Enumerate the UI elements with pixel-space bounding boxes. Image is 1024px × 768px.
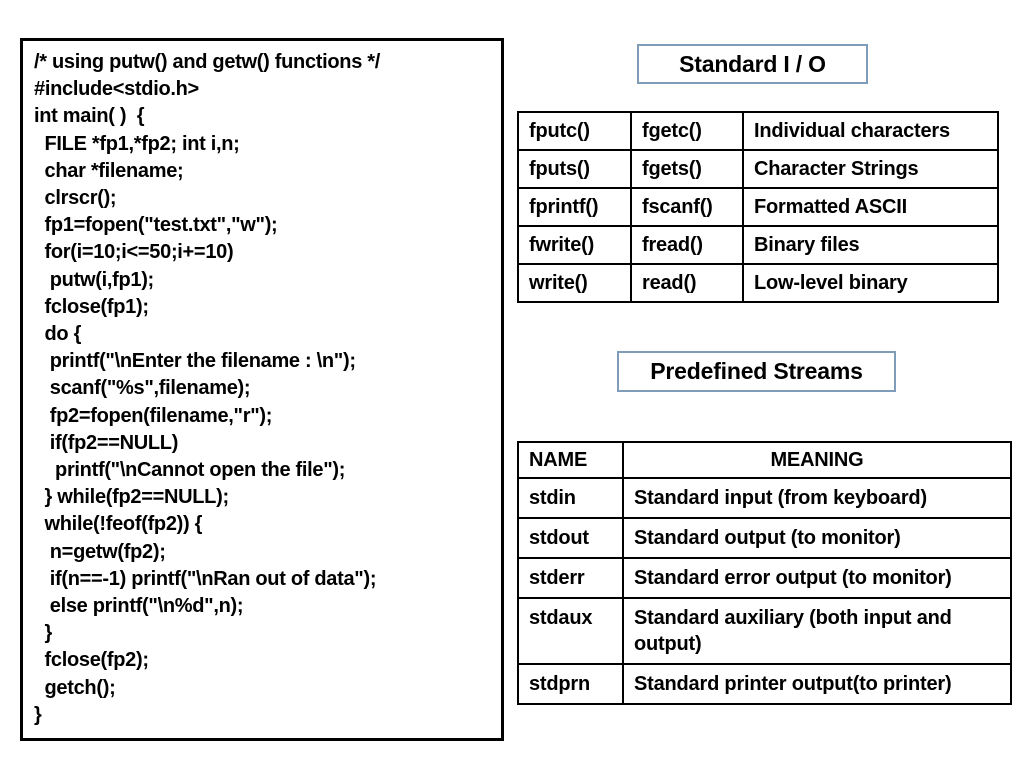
table-cell: stderr bbox=[517, 557, 624, 599]
table-cell: Individual characters bbox=[742, 111, 999, 151]
table-row: stdaux Standard auxiliary (both input an… bbox=[517, 597, 1012, 665]
code-line: } while(fp2==NULL); bbox=[34, 486, 230, 509]
table-cell: Standard printer output(to printer) bbox=[622, 663, 1012, 705]
table-row: fputs() fgets() Character Strings bbox=[517, 149, 999, 189]
code-line: fclose(fp1); bbox=[34, 295, 150, 318]
code-line: putw(i,fp1); bbox=[34, 268, 154, 291]
code-line: int main( ) { bbox=[34, 105, 145, 128]
code-line: fp1=fopen("test.txt","w"); bbox=[34, 214, 278, 237]
table-row: fprintf() fscanf() Formatted ASCII bbox=[517, 187, 999, 227]
table-row: stdprn Standard printer output(to printe… bbox=[517, 663, 1012, 705]
code-line: scanf("%s",filename); bbox=[34, 377, 251, 400]
table-cell: Standard output (to monitor) bbox=[622, 517, 1012, 559]
code-line: clrscr(); bbox=[34, 187, 117, 210]
table-cell: stdprn bbox=[517, 663, 624, 705]
table-cell: Low-level binary bbox=[742, 263, 999, 303]
code-line: getch(); bbox=[34, 676, 116, 699]
table-row: stderr Standard error output (to monitor… bbox=[517, 557, 1012, 599]
table-cell: fgets() bbox=[630, 149, 744, 189]
table-cell: stdout bbox=[517, 517, 624, 559]
streams-title: Predefined Streams bbox=[650, 358, 863, 384]
table-cell: Standard error output (to monitor) bbox=[622, 557, 1012, 599]
table-cell: fgetc() bbox=[630, 111, 744, 151]
code-line: FILE *fp1,*fp2; int i,n; bbox=[34, 132, 240, 155]
code-line: printf("\nCannot open the file"); bbox=[34, 459, 346, 482]
table-cell: Standard auxiliary (both input and outpu… bbox=[622, 597, 1012, 665]
table-cell: stdin bbox=[517, 477, 624, 519]
table-cell: Character Strings bbox=[742, 149, 999, 189]
code-line: fclose(fp2); bbox=[34, 649, 150, 672]
table-cell: read() bbox=[630, 263, 744, 303]
code-line: for(i=10;i<=50;i+=10) bbox=[34, 241, 234, 264]
table-row: write() read() Low-level binary bbox=[517, 263, 999, 303]
code-line: if(n==-1) printf("\nRan out of data"); bbox=[34, 567, 377, 590]
code-line: fp2=fopen(filename,"r"); bbox=[34, 404, 273, 427]
table-cell: fputs() bbox=[517, 149, 632, 189]
code-line: } bbox=[34, 622, 53, 645]
code-line: printf("\nEnter the filename : \n"); bbox=[34, 350, 356, 373]
table-cell: fread() bbox=[630, 225, 744, 265]
table-cell: fscanf() bbox=[630, 187, 744, 227]
stdio-table: fputc() fgetc() Individual characters fp… bbox=[517, 111, 999, 303]
table-cell: Standard input (from keyboard) bbox=[622, 477, 1012, 519]
table-row: stdout Standard output (to monitor) bbox=[517, 517, 1012, 559]
table-cell: fputc() bbox=[517, 111, 632, 151]
table-header-row: NAME MEANING bbox=[517, 441, 1012, 479]
table-cell: fwrite() bbox=[517, 225, 632, 265]
column-header-name: NAME bbox=[517, 441, 624, 479]
stdio-title: Standard I / O bbox=[679, 50, 826, 77]
table-row: fputc() fgetc() Individual characters bbox=[517, 111, 999, 151]
table-cell: fprintf() bbox=[517, 187, 632, 227]
table-cell: Binary files bbox=[742, 225, 999, 265]
table-row: fwrite() fread() Binary files bbox=[517, 225, 999, 265]
code-line: } bbox=[34, 703, 42, 726]
code-line: /* using putw() and getw() functions */ bbox=[34, 51, 381, 73]
code-line: n=getw(fp2); bbox=[34, 540, 166, 563]
code-line: while(!feof(fp2)) { bbox=[34, 513, 203, 536]
table-cell: write() bbox=[517, 263, 632, 303]
code-line: char *filename; bbox=[34, 159, 184, 182]
streams-title-box: Predefined Streams bbox=[617, 351, 896, 392]
code-line: do { bbox=[34, 323, 82, 346]
stdio-title-box: Standard I / O bbox=[637, 44, 868, 84]
code-line: else printf("\n%d",n); bbox=[34, 595, 244, 618]
code-line: #include<stdio.h> bbox=[34, 78, 199, 101]
table-cell: stdaux bbox=[517, 597, 624, 665]
code-line: if(fp2==NULL) bbox=[34, 431, 179, 454]
streams-table: NAME MEANING stdin Standard input (from … bbox=[517, 441, 1012, 705]
code-panel: /* using putw() and getw() functions */ … bbox=[20, 38, 504, 741]
table-row: stdin Standard input (from keyboard) bbox=[517, 477, 1012, 519]
table-cell: Formatted ASCII bbox=[742, 187, 999, 227]
column-header-meaning: MEANING bbox=[622, 441, 1012, 479]
